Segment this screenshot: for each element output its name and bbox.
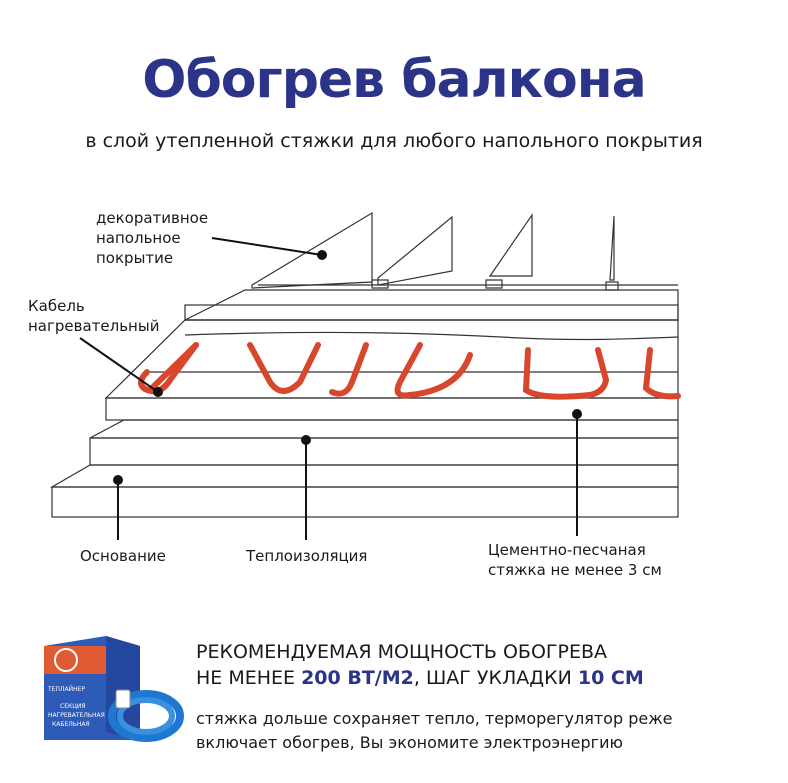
marker-insulation <box>301 435 311 445</box>
insulation-layer-front <box>89 437 679 466</box>
pointer-decorative <box>211 237 323 256</box>
marker-decorative <box>317 250 327 260</box>
screed-layer-top <box>104 319 679 399</box>
product-line3: КАБЕЛЬНАЯ <box>52 721 90 728</box>
label-screed: Цементно-песчаная стяжка не менее 3 см <box>488 541 662 579</box>
insulation-layer-top <box>89 419 679 439</box>
product-box-top-band <box>44 646 106 674</box>
product-line2: НАГРЕВАТЕЛЬНАЯ <box>48 712 105 719</box>
heating-cable <box>138 342 681 400</box>
label-heating-cable: Кабель нагревательный <box>28 297 160 335</box>
plank-joint-3 <box>605 281 619 291</box>
cable-loop-4 <box>522 347 610 400</box>
power-value: 200 ВТ/М2 <box>301 667 414 689</box>
label-insulation: Теплоизоляция <box>246 547 368 565</box>
floor-plank-2 <box>377 215 453 286</box>
step-value: 10 СМ <box>577 667 644 689</box>
callout-pointers <box>79 237 582 540</box>
cable-loop-3 <box>394 342 473 399</box>
cable-loop-3a <box>329 342 369 397</box>
screed-surface-wave <box>184 331 679 341</box>
screed-layer-front <box>105 397 679 421</box>
marker-screed <box>572 409 582 419</box>
cable-loop-5 <box>642 347 681 400</box>
cable-loop-2 <box>247 342 321 394</box>
cable-loop-1b <box>147 342 199 393</box>
base-layer-front <box>51 486 679 518</box>
cable-loop-1 <box>138 342 199 395</box>
label-decorative-flooring: декоративное напольное покрытие <box>96 209 209 267</box>
page-title: Обогрев балкона <box>142 50 646 110</box>
plank-joint-2 <box>485 279 503 289</box>
layers-outline <box>49 211 679 518</box>
product-brand: ТЕПЛАЙНЕР <box>47 686 85 693</box>
pointer-cable <box>79 337 159 393</box>
product-image: ТЕПЛАЙНЕР СЕКЦИЯ НАГРЕВАТЕЛЬНАЯ КАБЕЛЬНА… <box>44 636 184 742</box>
product-line1: СЕКЦИЯ <box>60 703 86 710</box>
recommendation-line1: РЕКОМЕНДУЕМАЯ МОЩНОСТЬ ОБОГРЕВА <box>196 641 607 663</box>
note-line1: стяжка дольше сохраняет тепло, терморегу… <box>196 709 673 728</box>
product-logo-icon <box>54 648 78 672</box>
note-line2: включает обогрев, Вы экономите электроэн… <box>196 733 623 752</box>
floor-plank-3 <box>488 213 533 277</box>
marker-cable <box>153 387 163 397</box>
recommendation-line2: НЕ МЕНЕЕ 200 ВТ/М2, ШАГ УКЛАДКИ 10 СМ <box>196 667 644 689</box>
plank-joint-1 <box>371 279 389 289</box>
product-plug-icon <box>115 689 131 709</box>
floor-plank-4 <box>609 215 615 281</box>
label-base: Основание <box>80 547 166 565</box>
product-cable-coil <box>108 690 184 742</box>
floor-plank-1 <box>251 211 373 289</box>
upper-slab-front <box>184 304 679 321</box>
marker-base <box>113 475 123 485</box>
base-layer-top <box>49 464 679 488</box>
floor-layers-diagram <box>49 211 681 540</box>
page-subtitle: в слой утепленной стяжки для любого напо… <box>85 130 703 152</box>
